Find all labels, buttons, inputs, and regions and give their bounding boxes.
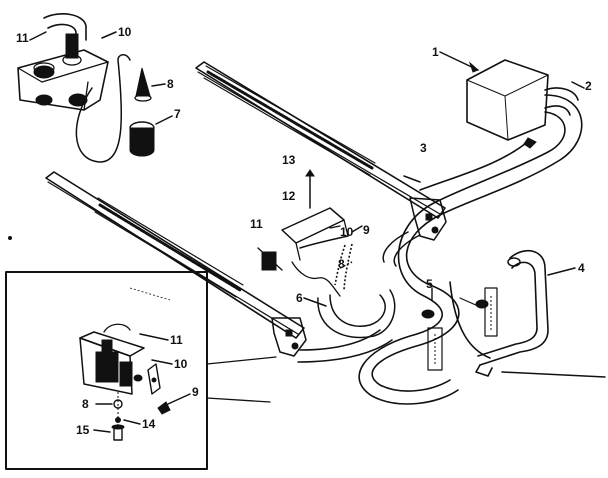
inset-callout-9: 9 xyxy=(192,385,199,399)
inset-callout-15: 15 xyxy=(76,423,90,437)
part-3-upper-burner xyxy=(195,61,537,241)
part-8-pilot-cone xyxy=(134,67,166,102)
lower-burner-ribs xyxy=(94,197,244,298)
inset-callout-8: 8 xyxy=(82,397,89,411)
callout-3: 3 xyxy=(420,141,427,155)
callout-12: 12 xyxy=(282,189,296,203)
callout-11-center: 11 xyxy=(250,217,263,231)
callout-5: 5 xyxy=(426,277,433,291)
part-2-connector xyxy=(544,81,585,116)
inset-part-9-screw xyxy=(157,393,191,415)
lower-burner xyxy=(45,171,307,357)
inset-callout-11: 11 xyxy=(170,333,183,347)
inset-leader-top xyxy=(206,356,277,365)
callout-10-center: 10 xyxy=(340,225,354,239)
callout-8: 8 xyxy=(167,77,174,91)
part-1-control-box xyxy=(439,51,549,141)
inset-detail-box xyxy=(5,271,208,470)
part-11-thermocouple-center xyxy=(257,247,283,271)
inset-callout-10: 10 xyxy=(174,357,188,371)
inset-bracket xyxy=(79,323,173,395)
part-7-fitting xyxy=(129,115,173,157)
part-5-orifice xyxy=(421,287,498,371)
callout-8-center: 8 xyxy=(338,257,345,271)
inset-part-15-screw xyxy=(93,424,125,441)
upper-left-pilot-bracket xyxy=(17,13,131,163)
callout-6: 6 xyxy=(296,291,303,305)
callout-13: 13 xyxy=(282,153,296,167)
callout-4: 4 xyxy=(578,261,585,275)
inset-callout-14: 14 xyxy=(142,417,156,431)
callout-1: 1 xyxy=(432,45,439,59)
upper-burner-ribs xyxy=(203,65,376,176)
stray-mark xyxy=(8,236,12,240)
inset-leader-bottom xyxy=(206,397,271,403)
callout-11-upper: 11 xyxy=(16,31,29,45)
pilot-assembly xyxy=(257,169,363,307)
part-4-u-bracket xyxy=(449,249,606,378)
callout-10-upper: 10 xyxy=(118,25,132,39)
callout-7: 7 xyxy=(174,107,181,121)
callout-labels: 1 2 3 4 5 6 7 8 9 10 10 11 11 12 13 8 11… xyxy=(16,25,592,437)
callout-2: 2 xyxy=(585,79,592,93)
callout-9: 9 xyxy=(363,223,370,237)
gas-supply-tubes xyxy=(297,94,583,405)
